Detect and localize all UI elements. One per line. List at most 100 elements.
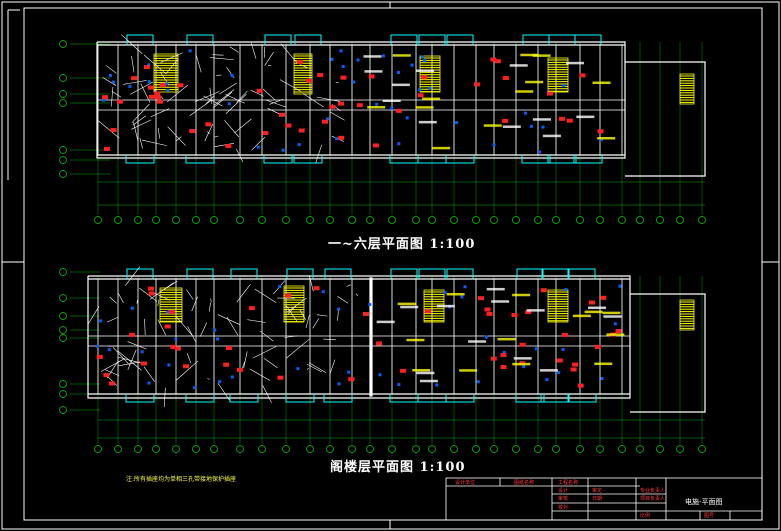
tb-field-approve: 审定 [592,488,603,494]
wire-run [312,318,320,329]
lower-electrical-wiring [87,266,622,407]
axis-bubble [490,445,498,453]
electrical-device [107,348,111,352]
electrical-device [341,64,345,68]
wire-run [195,53,202,73]
window-bay-top [324,268,352,279]
room-tag [421,75,428,80]
wire-run [112,347,131,366]
electrical-device [193,386,197,390]
room-tag [597,129,604,134]
axis-bubble [552,445,560,453]
electrical-device [381,54,385,58]
wire-run [143,54,167,75]
electrical-device [326,117,330,121]
wire-run [143,366,155,382]
wire-run [234,118,252,134]
area-label [572,314,591,318]
room-tag [594,344,601,349]
area-label [515,90,534,93]
room-tag [376,341,383,346]
area-label [459,369,478,372]
axis-bubble [676,216,684,224]
wire-run [118,361,140,367]
window-bay-top [294,34,322,45]
axis-bubble [428,445,436,453]
wire-run [225,94,245,104]
lower-room-labels [96,286,625,388]
axis-bubble [348,216,356,224]
electrical-device [476,380,480,384]
room-tag [348,377,355,382]
axis-bubble [698,216,706,224]
electrical-device [339,49,343,53]
electrical-device [99,319,103,323]
window-bay-top [516,268,544,279]
electrical-device [600,377,604,381]
electrical-device [337,307,341,311]
tb-field-designer: 设计 [558,488,569,494]
room-tag [236,367,243,372]
tb-field-pm: 项目负责人 [640,496,666,502]
wire-run [306,363,322,373]
wire-run [217,314,241,326]
area-label [532,54,551,57]
electrical-device [188,49,192,53]
wire-run [243,351,248,369]
room-tag [540,288,547,293]
electrical-device [537,150,541,154]
area-label [400,305,419,309]
wire-run [208,302,211,312]
tb-field-check: 校对 [558,505,569,511]
electrical-device [256,145,260,149]
room-tag [277,375,284,380]
area-label [367,105,386,109]
wire-run [210,57,234,61]
axis-bubble [210,445,218,453]
area-label [509,64,528,67]
room-tag [561,332,568,337]
wire-run [329,359,336,375]
wire-run [267,108,280,115]
electrical-device [428,86,432,90]
window-bay-bottom [515,394,545,403]
room-tag [223,362,230,367]
staircase [293,53,313,95]
room-tag [329,104,336,109]
electrical-device [330,57,334,61]
axis-bubble [236,216,244,224]
lower-window-bays [125,268,597,403]
room-tag [572,362,579,367]
electrical-device [165,82,169,86]
window-bay-bottom [125,394,155,403]
room-tag [148,94,155,99]
wire-run [249,368,271,381]
upper-room-partitions [97,45,625,155]
tb-field-design-unit: 设计单位 [455,480,476,486]
electrical-device [564,288,568,292]
area-label [446,292,465,296]
room-tag [558,116,565,121]
room-tag [154,91,161,96]
room-tag [103,146,110,151]
wire-run [144,318,146,336]
wire-run [251,136,266,151]
room-tag [110,128,117,133]
wire-run [139,287,158,302]
axis-bubble [282,216,290,224]
electrical-device [147,80,151,84]
room-tag [486,311,493,316]
electrical-device [215,337,219,341]
axis-bubble [618,216,626,224]
electrical-device [460,295,464,299]
wire-run [107,317,118,323]
window-bay-bottom [293,155,323,164]
room-tag [256,88,263,93]
window-bay-bottom [263,155,293,164]
wire-run [286,305,297,322]
wire-run [262,385,272,403]
wire-run [102,77,117,86]
window-bay-top [568,268,596,279]
wire-run [141,139,167,146]
